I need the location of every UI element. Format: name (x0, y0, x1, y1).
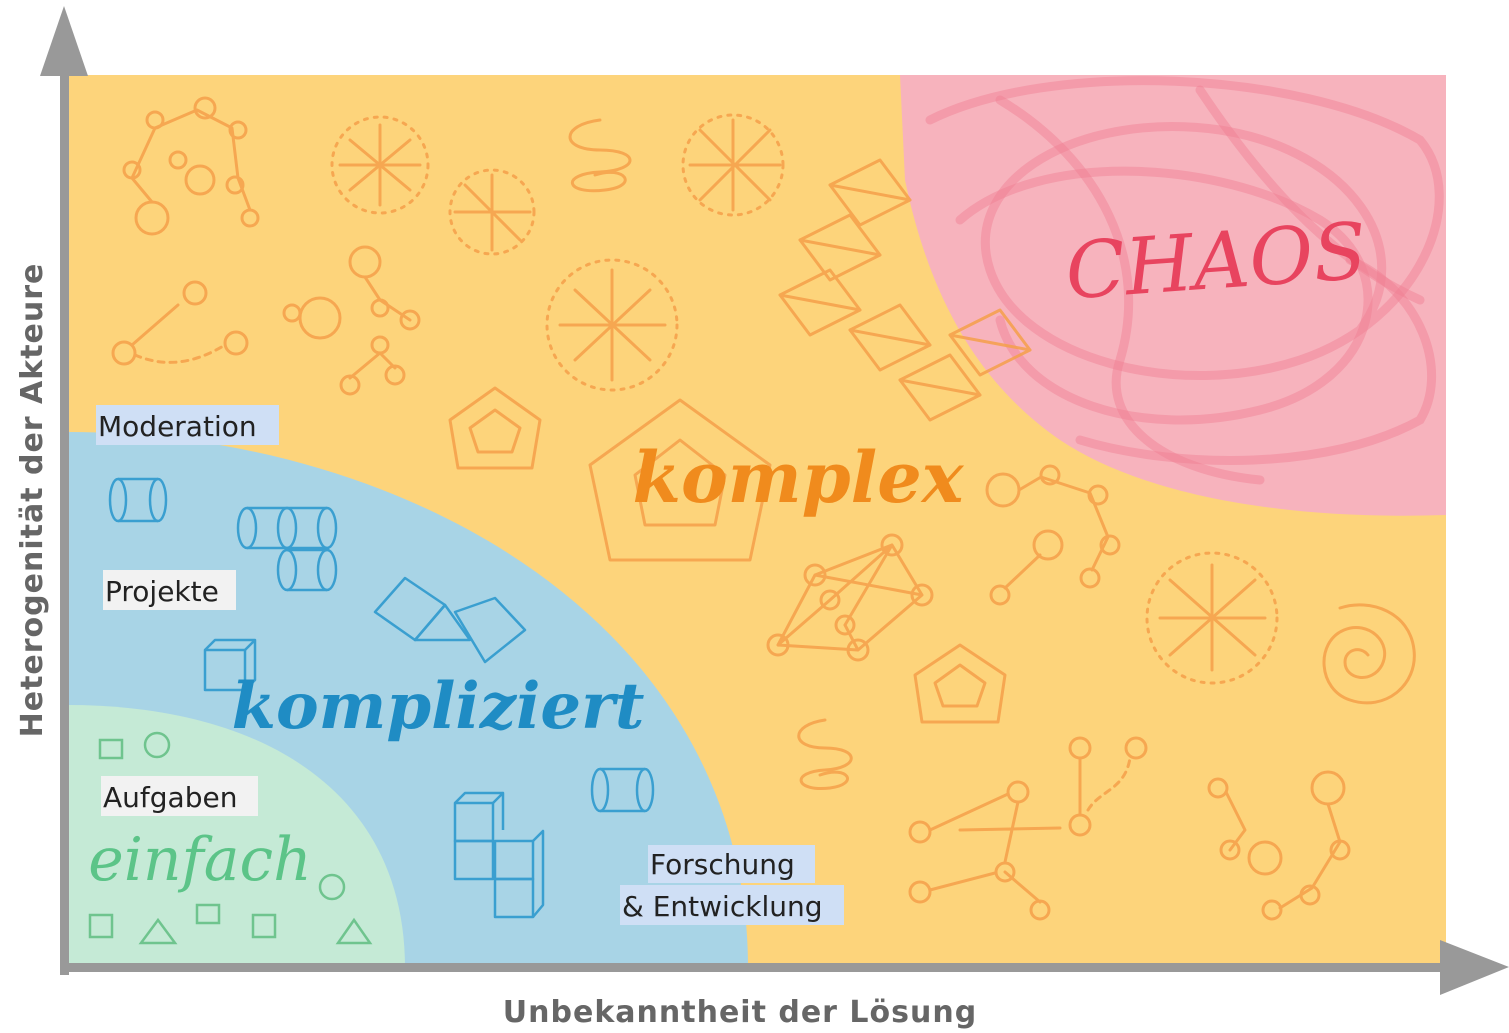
research-label-line2: & Entwicklung (622, 890, 822, 923)
chaos-scribble (925, 76, 1444, 485)
complex-title: komplex (632, 436, 964, 519)
projects-highlight (103, 570, 236, 610)
x-axis (60, 940, 1509, 995)
moderation-label: Moderation (98, 410, 257, 443)
projects-label: Projekte (105, 575, 219, 608)
research-highlight-1 (648, 845, 815, 883)
chaos-title: CHAOS (1063, 207, 1370, 318)
complicated-title: kompliziert (232, 669, 645, 744)
x-axis-title: Unbekanntheit der Lösung (503, 995, 977, 1030)
chaos-zone (900, 75, 1446, 516)
simple-decorations (88, 731, 373, 945)
simple-title: einfach (88, 825, 312, 895)
tasks-label: Aufgaben (103, 781, 237, 814)
research-label-line1: Forschung (650, 848, 795, 881)
complex-decorations (111, 96, 1416, 921)
y-axis-title: Heterogenität der Akteure (15, 263, 50, 738)
tasks-highlight (101, 776, 258, 816)
y-axis (40, 6, 88, 975)
moderation-highlight (96, 405, 279, 445)
complicated-decorations (108, 477, 655, 919)
research-highlight-2 (620, 885, 844, 925)
simple-zone (68, 705, 405, 968)
